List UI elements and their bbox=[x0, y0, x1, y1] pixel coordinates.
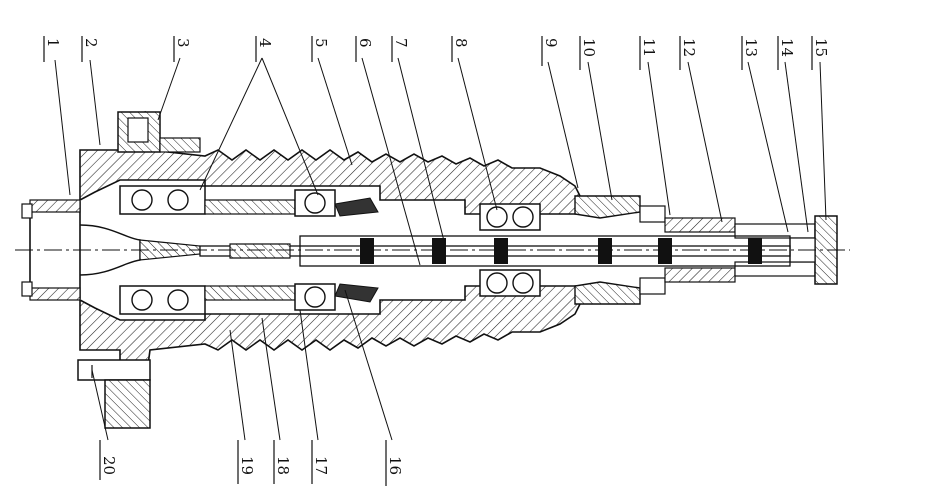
callout-5: 5 bbox=[312, 38, 330, 48]
callout-18: 18 bbox=[274, 456, 292, 475]
callout-12: 12 bbox=[680, 38, 698, 57]
drawbar bbox=[199, 235, 791, 267]
front-bearings bbox=[119, 185, 206, 315]
callout-6: 6 bbox=[356, 38, 374, 48]
callout-11: 11 bbox=[640, 38, 658, 57]
middle-bearings bbox=[294, 189, 379, 311]
callout-7: 7 bbox=[392, 38, 410, 48]
clamp-bracket-bottom bbox=[77, 359, 151, 429]
callout-13: 13 bbox=[742, 38, 760, 57]
callout-labels-top: 1 2 3 4 5 6 7 8 9 10 11 12 13 14 15 bbox=[44, 38, 830, 57]
callout-9: 9 bbox=[542, 38, 560, 48]
clamp-bracket-top bbox=[117, 111, 201, 153]
leader-lines bbox=[54, 57, 827, 441]
callout-4: 4 bbox=[256, 38, 274, 48]
callout-16: 16 bbox=[386, 456, 404, 475]
callout-labels-bottom: 20 19 18 17 16 bbox=[100, 456, 404, 475]
callout-20: 20 bbox=[100, 456, 118, 475]
rear-bearings bbox=[479, 203, 541, 297]
spindle-housing bbox=[79, 110, 581, 390]
callout-15: 15 bbox=[812, 38, 830, 57]
callout-8: 8 bbox=[452, 38, 470, 48]
callout-10: 10 bbox=[580, 38, 598, 57]
callout-1: 1 bbox=[44, 38, 62, 48]
callout-2: 2 bbox=[82, 38, 100, 48]
callout-14: 14 bbox=[778, 38, 796, 57]
callout-17: 17 bbox=[312, 456, 330, 475]
callout-19: 19 bbox=[238, 456, 256, 475]
label-underlines bbox=[43, 36, 813, 486]
callout-3: 3 bbox=[174, 38, 192, 48]
